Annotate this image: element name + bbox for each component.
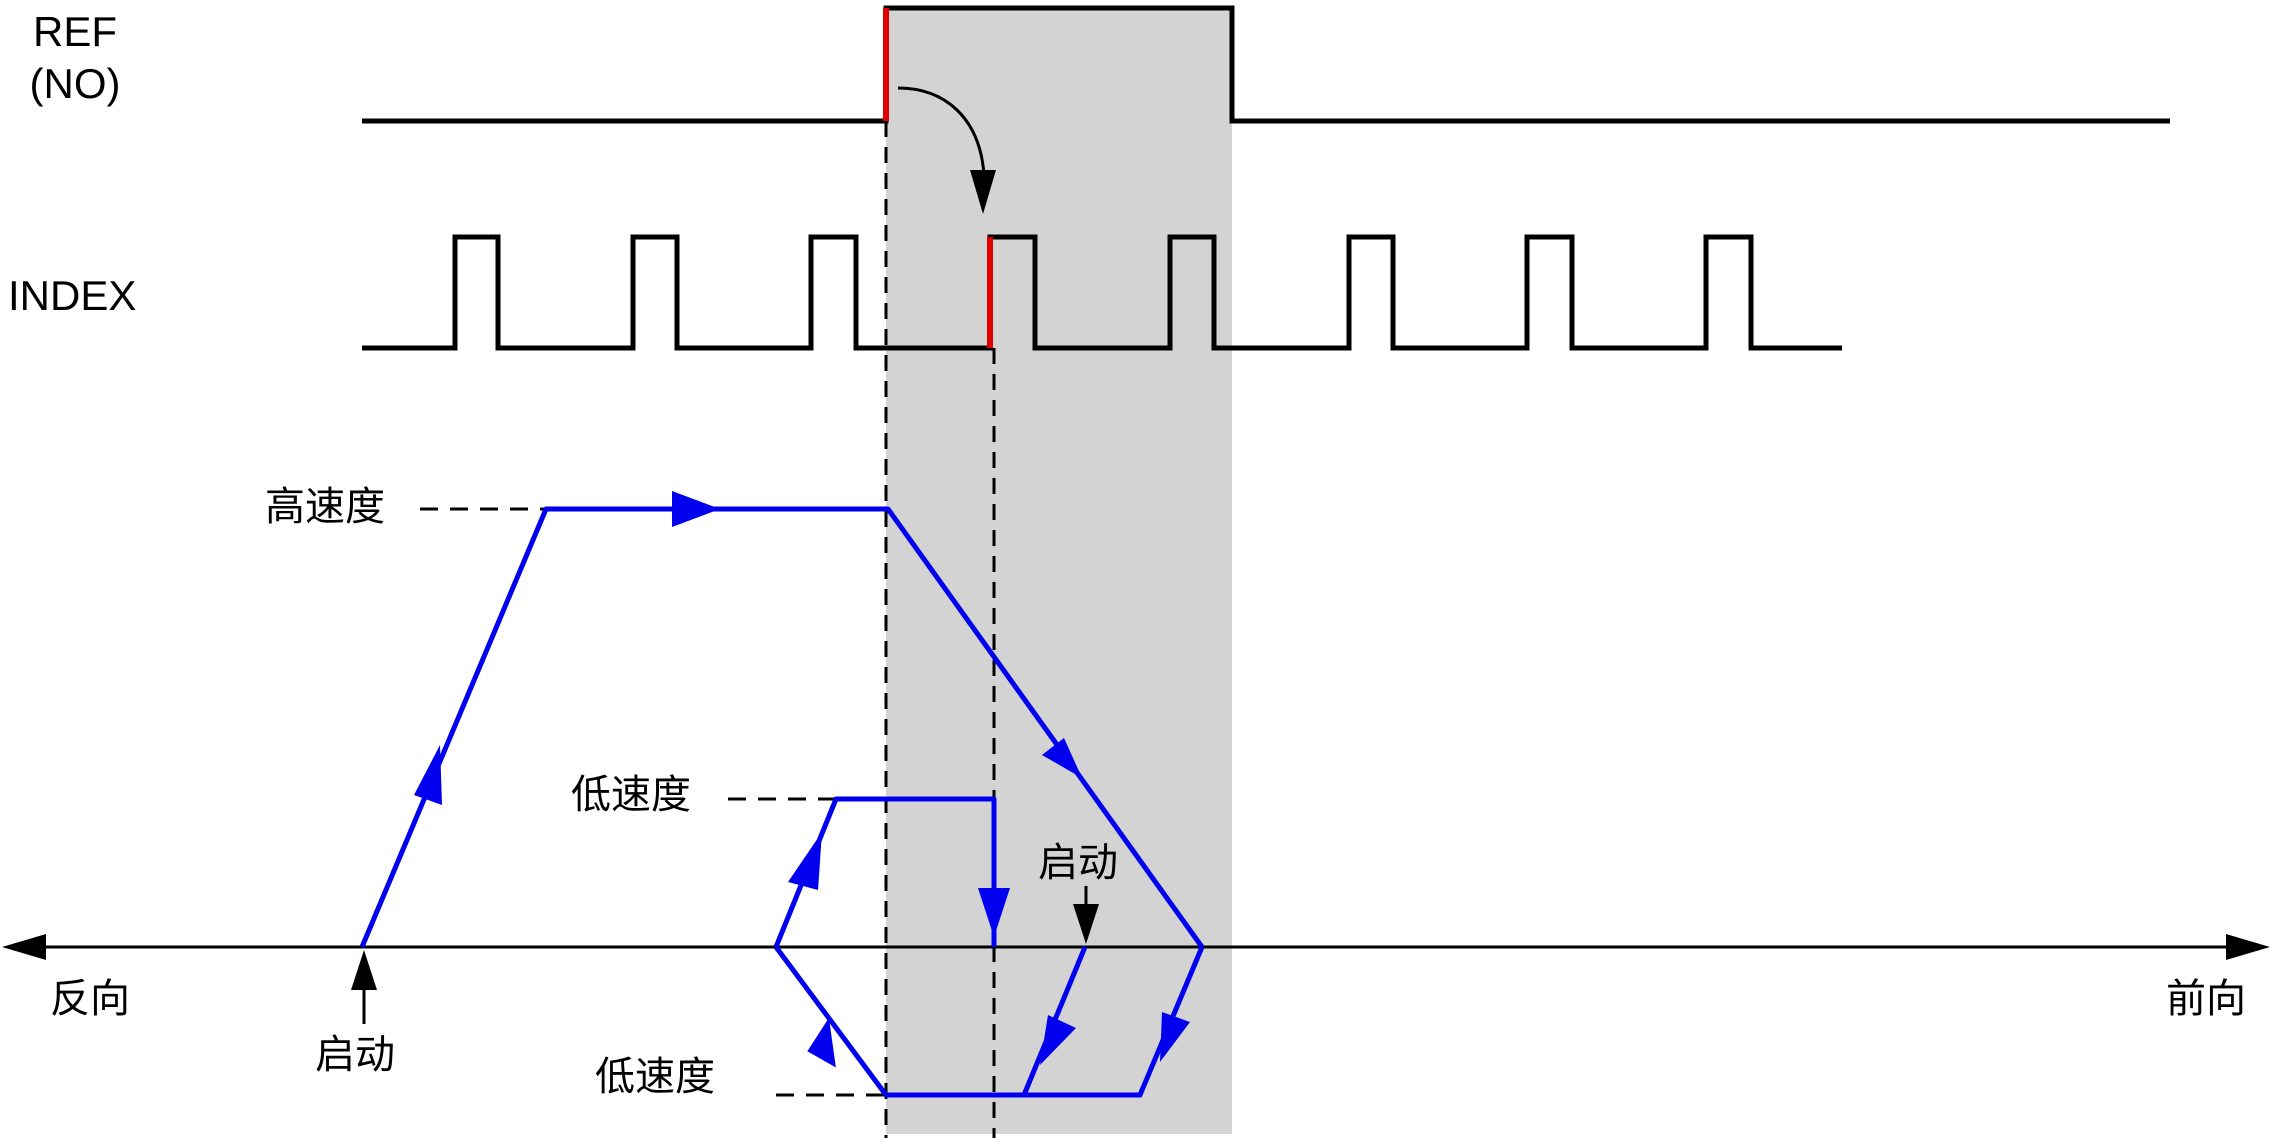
forward-direction-label: 前向 [2166, 976, 2246, 1022]
ref-to-index-arrowhead [970, 170, 996, 214]
right-start-arrowhead [1073, 904, 1099, 944]
forward-direction-arrowhead [2226, 934, 2270, 960]
reverse-direction-label: 反向 [50, 976, 130, 1022]
reverse-direction-arrowhead [2, 934, 46, 960]
cruise-arrowhead [672, 491, 720, 527]
left-start-arrowhead [351, 950, 377, 990]
index-drop-arrowhead [978, 888, 1010, 937]
high-speed-label: 高速度 [265, 484, 385, 530]
ref-active-window [886, 8, 1232, 1134]
index-signal-waveform [362, 234, 1842, 351]
low-speed-upper-label: 低速度 [571, 772, 691, 818]
low-speed-lower-label: 低速度 [595, 1054, 715, 1100]
decel-arrowhead [1042, 738, 1082, 778]
left-start-label: 启动 [315, 1032, 395, 1078]
index-label: INDEX [8, 272, 136, 319]
ref-to-index-curved-arrow [897, 86, 986, 176]
velocity-arrowheads [414, 491, 1190, 1068]
ref-label-line2: (NO) [30, 60, 121, 107]
second-descent-arrowhead [1160, 1012, 1190, 1062]
ref-label-line1: REF [33, 8, 117, 55]
reverse-diagonal-arrowhead [807, 1017, 836, 1068]
low-ramp-arrowhead [788, 832, 822, 890]
right-start-label: 启动 [1038, 840, 1118, 886]
ramp-up-arrowhead [414, 745, 442, 805]
restart-arrowhead [1040, 1015, 1076, 1065]
ref-signal-waveform [362, 5, 2170, 124]
